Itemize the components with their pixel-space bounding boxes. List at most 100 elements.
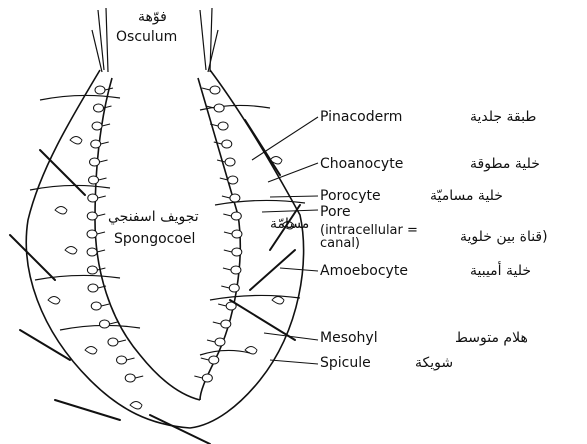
collar-flagellum: [118, 340, 126, 342]
choanocyte-cell: [94, 104, 104, 112]
mesohyl-label: Mesohyl: [320, 331, 378, 345]
chamber-boundary: [210, 295, 300, 300]
choanocyte-cell: [228, 176, 238, 184]
collar-flagellum: [222, 196, 230, 198]
spicule: [20, 330, 70, 360]
collar-flagellum: [127, 358, 135, 360]
collar-flagellum: [135, 376, 143, 378]
chamber-boundary: [200, 350, 250, 355]
collar-flagellum: [221, 286, 229, 288]
amoebocyte-cell: [70, 137, 82, 145]
spicule: [250, 250, 295, 290]
mesohyl-arabic-label: هلام متوسط: [455, 331, 528, 345]
pinacoderm-label: Pinacoderm: [320, 110, 402, 124]
choanocyte-cell: [90, 158, 100, 166]
collar-flagellum: [223, 268, 231, 270]
choanocyte-cell: [210, 86, 220, 94]
chamber-boundary: [40, 95, 120, 100]
porocyte-label: Porocyte: [320, 189, 381, 203]
choanocyte-cell: [232, 230, 242, 238]
choanocyte-cell: [88, 284, 98, 292]
chamber-boundary: [215, 200, 305, 205]
osculum-arabic-label: فوّهة: [138, 10, 167, 24]
spongocoel-label: Spongocoel: [114, 232, 195, 246]
mesohyl-leader: [264, 333, 318, 340]
pinacoderm-arabic-label: طبقة جلدية: [470, 110, 536, 124]
choanocyte-cell: [87, 248, 97, 256]
collar-flagellum: [202, 88, 210, 90]
choanocyte-cell: [202, 374, 212, 382]
choanocyte-cell: [92, 122, 102, 130]
collar-flagellum: [218, 304, 226, 306]
porocyte-leader: [270, 196, 318, 197]
collar-flagellum: [102, 124, 110, 126]
amoebocyte-cell: [272, 297, 284, 305]
choanocyte-cell: [215, 338, 225, 346]
spicule: [245, 120, 280, 175]
pore-note-arabic: (قناة بين خلوية: [460, 230, 548, 244]
spicule-label: Spicule: [320, 356, 371, 370]
collar-flagellum: [98, 196, 106, 198]
amoebocyte-cell: [130, 402, 142, 410]
spicule: [55, 400, 120, 420]
amoebocyte-cell: [65, 247, 77, 255]
choanocyte-cell: [100, 320, 110, 328]
choanocyte-cell: [231, 212, 241, 220]
collar-flagellum: [101, 142, 109, 144]
choanocyte-cell: [89, 176, 99, 184]
choanocyte-cell: [230, 194, 240, 202]
collar-flagellum: [100, 160, 108, 162]
choanocyte-cell: [229, 284, 239, 292]
spicule-leader: [270, 360, 318, 364]
amoebocyte-cell: [85, 347, 97, 355]
collar-flagellum: [97, 250, 105, 252]
collar-flagellum: [217, 160, 225, 162]
pore-arabic-label: مسامّة: [270, 217, 309, 231]
spicule: [150, 415, 210, 444]
choanocyte-cell: [125, 374, 135, 382]
choanocyte-cell: [87, 266, 97, 274]
chamber-boundary: [35, 275, 120, 280]
choanocyte-cell: [88, 194, 98, 202]
choanocyte-label: Choanocyte: [320, 157, 403, 171]
choanocyte-cell: [87, 212, 97, 220]
choanocyte-cell: [95, 86, 105, 94]
collar-flagellum: [110, 322, 118, 324]
collar-flagellum: [97, 232, 105, 234]
choanocyte-cell: [91, 140, 101, 148]
collar-flagellum: [213, 322, 221, 324]
choanocyte-cell: [218, 122, 228, 130]
choanocyte-arabic-label: خلية مطوقة: [470, 157, 540, 171]
choanocyte-cell: [209, 356, 219, 364]
spicule: [40, 150, 85, 195]
choanocyte-cell: [214, 104, 224, 112]
choanocyte-cell: [221, 320, 231, 328]
spicule-arabic-label: شويكة: [415, 356, 453, 370]
left-wall-outer: [26, 70, 190, 428]
choanocyte-cell: [87, 230, 97, 238]
collar-flagellum: [97, 214, 105, 216]
pinacoderm-leader: [252, 117, 318, 160]
amoebocyte-cell: [48, 297, 60, 305]
collar-flagellum: [97, 268, 105, 270]
choanocyte-cell: [108, 338, 118, 346]
spicule: [10, 235, 55, 280]
pore-label: Pore: [320, 205, 351, 219]
collar-flagellum: [207, 340, 215, 342]
amoebocyte-cell: [55, 207, 67, 215]
spongocoel-arabic-label: تجويف اسفنجي: [108, 210, 199, 224]
choanocyte-cell: [117, 356, 127, 364]
collar-flagellum: [101, 304, 109, 306]
amoebocyte-arabic-label: خلية أميبية: [470, 264, 531, 278]
choanocyte-cell: [231, 266, 241, 274]
choanocyte-cell: [232, 248, 242, 256]
collar-flagellum: [224, 250, 232, 252]
collar-flagellum: [201, 358, 209, 360]
osculum-label: Osculum: [116, 30, 177, 44]
porocyte-arabic-label: خلية مساميّة: [430, 189, 503, 203]
collar-flagellum: [99, 178, 107, 180]
collar-flagellum: [194, 376, 202, 378]
choanocyte-cell: [222, 140, 232, 148]
collar-flagellum: [223, 214, 231, 216]
